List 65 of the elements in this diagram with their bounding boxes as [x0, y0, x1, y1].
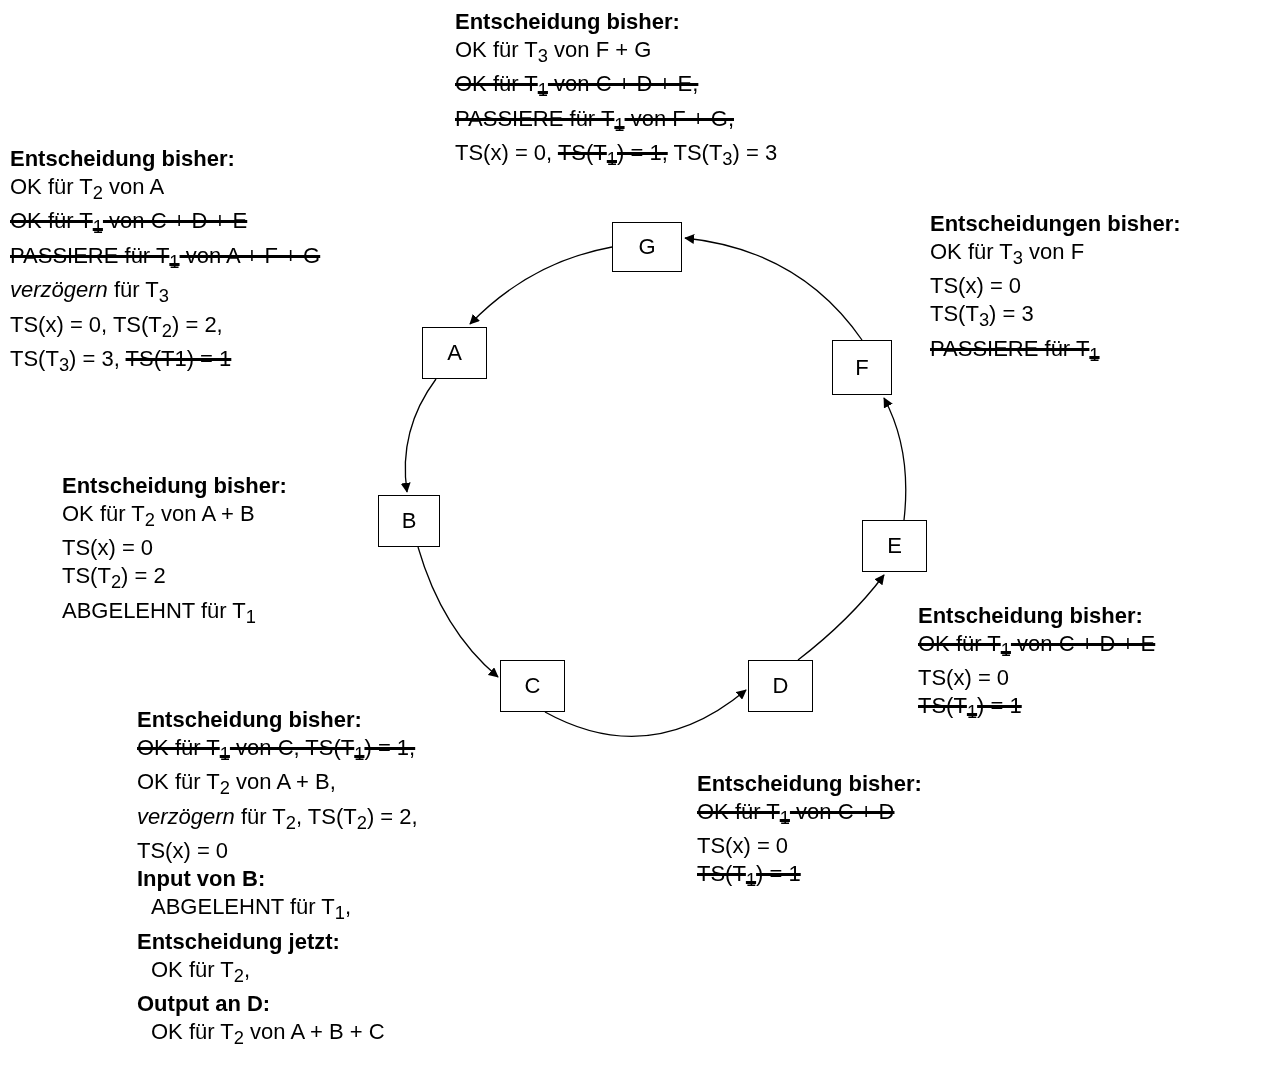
struck-note-text: TS(T1) = 1: [125, 345, 232, 371]
node-label: G: [638, 234, 656, 260]
note-text: TS(x) = 0, TS(T$_{2}$) = 2,: [10, 311, 223, 337]
struck-note-text: PASSIERE für T$_{1}$ von A + F + G: [10, 242, 321, 268]
note-text: ABGELEHNT für T$_{1}$: [62, 597, 256, 623]
heading-text: Entscheidung bisher:: [455, 9, 680, 34]
note-text: TS(x) = 0: [697, 833, 789, 859]
note-text: TS(x) = 0: [137, 838, 229, 864]
note-text: TS(x) = 0: [62, 535, 154, 561]
struck-note-text: OK für T$_{1}$ von C + D + E,: [455, 71, 699, 97]
note-text: OK für T$_{2}$ von A + B,: [137, 769, 336, 795]
note-text: OK für T$_{3}$ von F + G: [455, 37, 652, 62]
heading-text: Entscheidung bisher:: [62, 473, 287, 498]
heading-text: Entscheidungen bisher:: [930, 211, 1181, 236]
node-box: [500, 660, 565, 712]
note-text: TS(x) = 0: [918, 665, 1010, 691]
heading-text: Entscheidung bisher:: [697, 771, 922, 796]
note-text: verzögern für T$_{2}$, TS(T$_{2}$) = 2,: [137, 803, 418, 829]
struck-note-text: OK für T$_{1}$ von C + D + E: [10, 208, 248, 234]
arrow: [797, 574, 885, 661]
node-label: F: [855, 354, 869, 381]
arrow: [883, 397, 907, 521]
node-label: D: [772, 673, 789, 699]
struck-note-text: OK für T$_{1}$ von C, TS(T$_{1}$) = 1,: [137, 735, 416, 760]
note-text: TS(T$_{3}$) = 3: [930, 301, 1034, 327]
struck-note-text: TS(T$_{1}$) = 1: [918, 693, 1022, 719]
node-box: [378, 495, 440, 547]
node-box: [612, 222, 682, 272]
arrow: [544, 689, 747, 737]
node-label: C: [524, 673, 541, 699]
heading-text: Entscheidung bisher:: [918, 603, 1143, 628]
struck-note-text: OK für T$_{1}$ von C + D + E: [918, 631, 1156, 656]
heading-text: Output an D:: [137, 990, 271, 1016]
struck-note-text: TS(T$_{1}$) = 1: [697, 861, 801, 887]
node-label: A: [447, 340, 462, 366]
note-text: OK für T$_{2}$ von A: [10, 174, 165, 199]
heading-text: Entscheidung jetzt:: [137, 928, 340, 954]
node-label: E: [887, 533, 902, 559]
heading-text: Entscheidung bisher:: [137, 707, 362, 732]
note-text: TS(x) = 0: [930, 273, 1022, 299]
note-text: verzögern für T$_{3}$: [10, 277, 169, 303]
struck-note-text: PASSIERE für T$_{1}$: [930, 335, 1100, 361]
node-box: [748, 660, 813, 712]
heading-text: Input von B:: [137, 866, 266, 892]
note-text: OK für T$_{2}$ von A + B + C: [151, 1018, 385, 1044]
note-text: OK für T$_{2}$ von A + B: [62, 501, 255, 526]
node-box: [862, 520, 927, 572]
note-text: TS(T$_{3}$) = 3: [673, 140, 778, 166]
note-text: OK für T$_{2}$,: [151, 956, 251, 982]
heading-text: Entscheidung bisher:: [10, 146, 235, 171]
struck-note-text: OK für T$_{1}$ von C + D: [697, 799, 895, 824]
note-text: TS(T$_{2}$) = 2: [62, 563, 166, 589]
arrow: [417, 546, 499, 678]
note-text: OK für T$_{3}$ von F: [930, 239, 1085, 264]
node-label: B: [401, 508, 417, 534]
struck-note-text: TS(T$_{1}$) = 1,: [557, 140, 668, 166]
note-text: TS(x) = 0,: [455, 140, 553, 166]
arrow: [401, 378, 437, 493]
arrow: [469, 246, 613, 325]
note-text: ABGELEHNT für T$_{1}$,: [151, 894, 352, 920]
note-text: TS(T$_{3}$) = 3,: [10, 345, 120, 371]
node-box: [832, 340, 892, 395]
node-box: [422, 327, 487, 379]
struck-note-text: PASSIERE für T$_{1}$ von F + G,: [455, 105, 734, 131]
arrow: [684, 234, 863, 341]
